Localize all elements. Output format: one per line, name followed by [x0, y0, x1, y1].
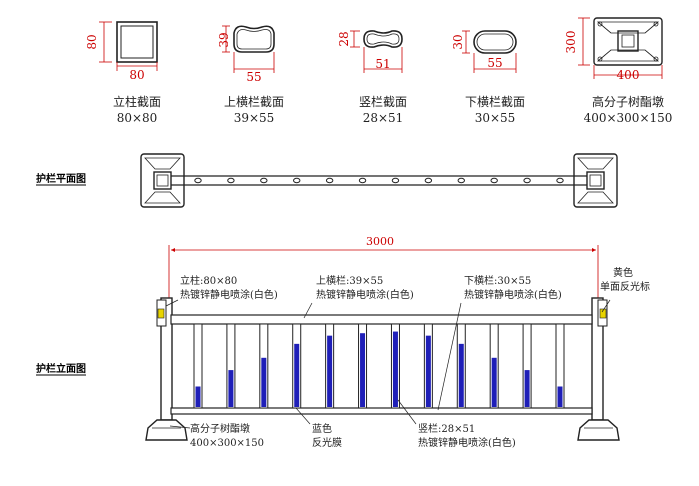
base-section-drawing [578, 17, 663, 79]
reflective-film [228, 370, 234, 407]
base-callout-line2: 400×300×150 [190, 438, 264, 449]
reflective-film [458, 343, 464, 407]
reflective-film [392, 331, 398, 407]
picket-section-title: 竖栏截面 [359, 94, 407, 109]
plan-view-title: 护栏平面图 [36, 172, 86, 185]
bottom-rail-dim-width: 55 [487, 56, 502, 70]
post-callout-line2: 热镀锌静电喷涂(白色) [180, 288, 278, 301]
picket-section-drawing [350, 30, 403, 73]
top-rail-section-size: 39×55 [234, 111, 275, 125]
plan-picket-hole [260, 177, 268, 184]
elevation-picket [193, 323, 203, 409]
reflective-film [327, 335, 333, 407]
top-rail-callout-line2: 热镀锌静电喷涂(白色) [316, 288, 414, 301]
overall-dimension [168, 245, 599, 300]
plan-picket-hole [358, 177, 367, 184]
plan-picket-hole [556, 177, 564, 184]
base-dim-height: 300 [564, 31, 578, 54]
bottom-rail-callout-line2: 热镀锌静电喷涂(白色) [464, 288, 562, 301]
reflective-film [491, 357, 497, 407]
bottom-rail-section-size: 30×55 [475, 111, 516, 125]
picket-callout-line1: 竖栏:28×51 [418, 422, 475, 435]
reflective-film [425, 335, 431, 407]
post-dim-height: 80 [85, 34, 99, 49]
post-section-title: 立柱截面 [113, 94, 161, 109]
top-rail-dim-height: 39 [217, 32, 231, 47]
film-callout-line2: 反光膜 [312, 436, 342, 449]
picket-callout-line2: 热镀锌静电喷涂(白色) [418, 436, 516, 449]
picket-dim-height: 28 [337, 31, 351, 46]
plan-picket-hole [194, 177, 202, 184]
plan-picket-hole [490, 177, 498, 184]
plan-picket-hole [325, 177, 334, 184]
reflective-film [261, 357, 267, 407]
post-callout-line1: 立柱:80×80 [180, 274, 237, 287]
bottom-rail-dim-height: 30 [451, 34, 465, 49]
elevation-view-title: 护栏立面图 [36, 362, 86, 375]
bottom-rail-callout-line1: 下横栏:30×55 [464, 274, 531, 287]
bottom-rail-section-title: 下横栏截面 [465, 94, 525, 109]
picket-dim-width: 51 [375, 57, 390, 71]
plan-picket-hole [227, 177, 235, 184]
elevation-picket [226, 323, 236, 409]
elevation-picket [522, 323, 532, 409]
plan-picket-hole [391, 177, 400, 184]
base-callout-line1: 高分子树酯墩 [190, 422, 250, 435]
reflective-film [294, 343, 300, 407]
reflective-film [557, 386, 563, 407]
bottom-rail-section-drawing [462, 30, 517, 73]
plan-picket-hole [523, 177, 531, 184]
base-section-size: 400×300×150 [584, 111, 673, 125]
reflective-film [524, 370, 530, 407]
leader-lines [165, 299, 611, 429]
base-section-title: 高分子树酯墩 [592, 94, 664, 109]
reflective-film [195, 386, 201, 407]
post-section-size: 80×80 [117, 111, 158, 125]
top-rail-callout-line1: 上横栏:39×55 [316, 274, 383, 287]
base-dim-width: 400 [617, 68, 640, 82]
picket-section-size: 28×51 [363, 111, 404, 125]
reflective-film [360, 333, 366, 407]
plan-picket-hole [293, 177, 301, 184]
plan-view-drawing [140, 153, 618, 208]
post-section-drawing [99, 21, 158, 71]
overall-length-label: 3000 [366, 235, 394, 248]
top-rail-dim-width: 55 [246, 70, 261, 84]
reflector-callout-line2: 单面反光标 [600, 280, 650, 293]
plan-picket-hole [457, 177, 465, 184]
elevation-picket [555, 323, 565, 409]
top-rail-section-title: 上横栏截面 [224, 94, 284, 109]
post-dim-width: 80 [129, 68, 144, 82]
reflector-callout-line1: 黄色 [613, 266, 633, 279]
plan-picket-hole [424, 177, 433, 184]
film-callout-line1: 蓝色 [312, 422, 332, 435]
top-rail-section-drawing [222, 25, 275, 73]
elevation-drawing [145, 297, 620, 441]
